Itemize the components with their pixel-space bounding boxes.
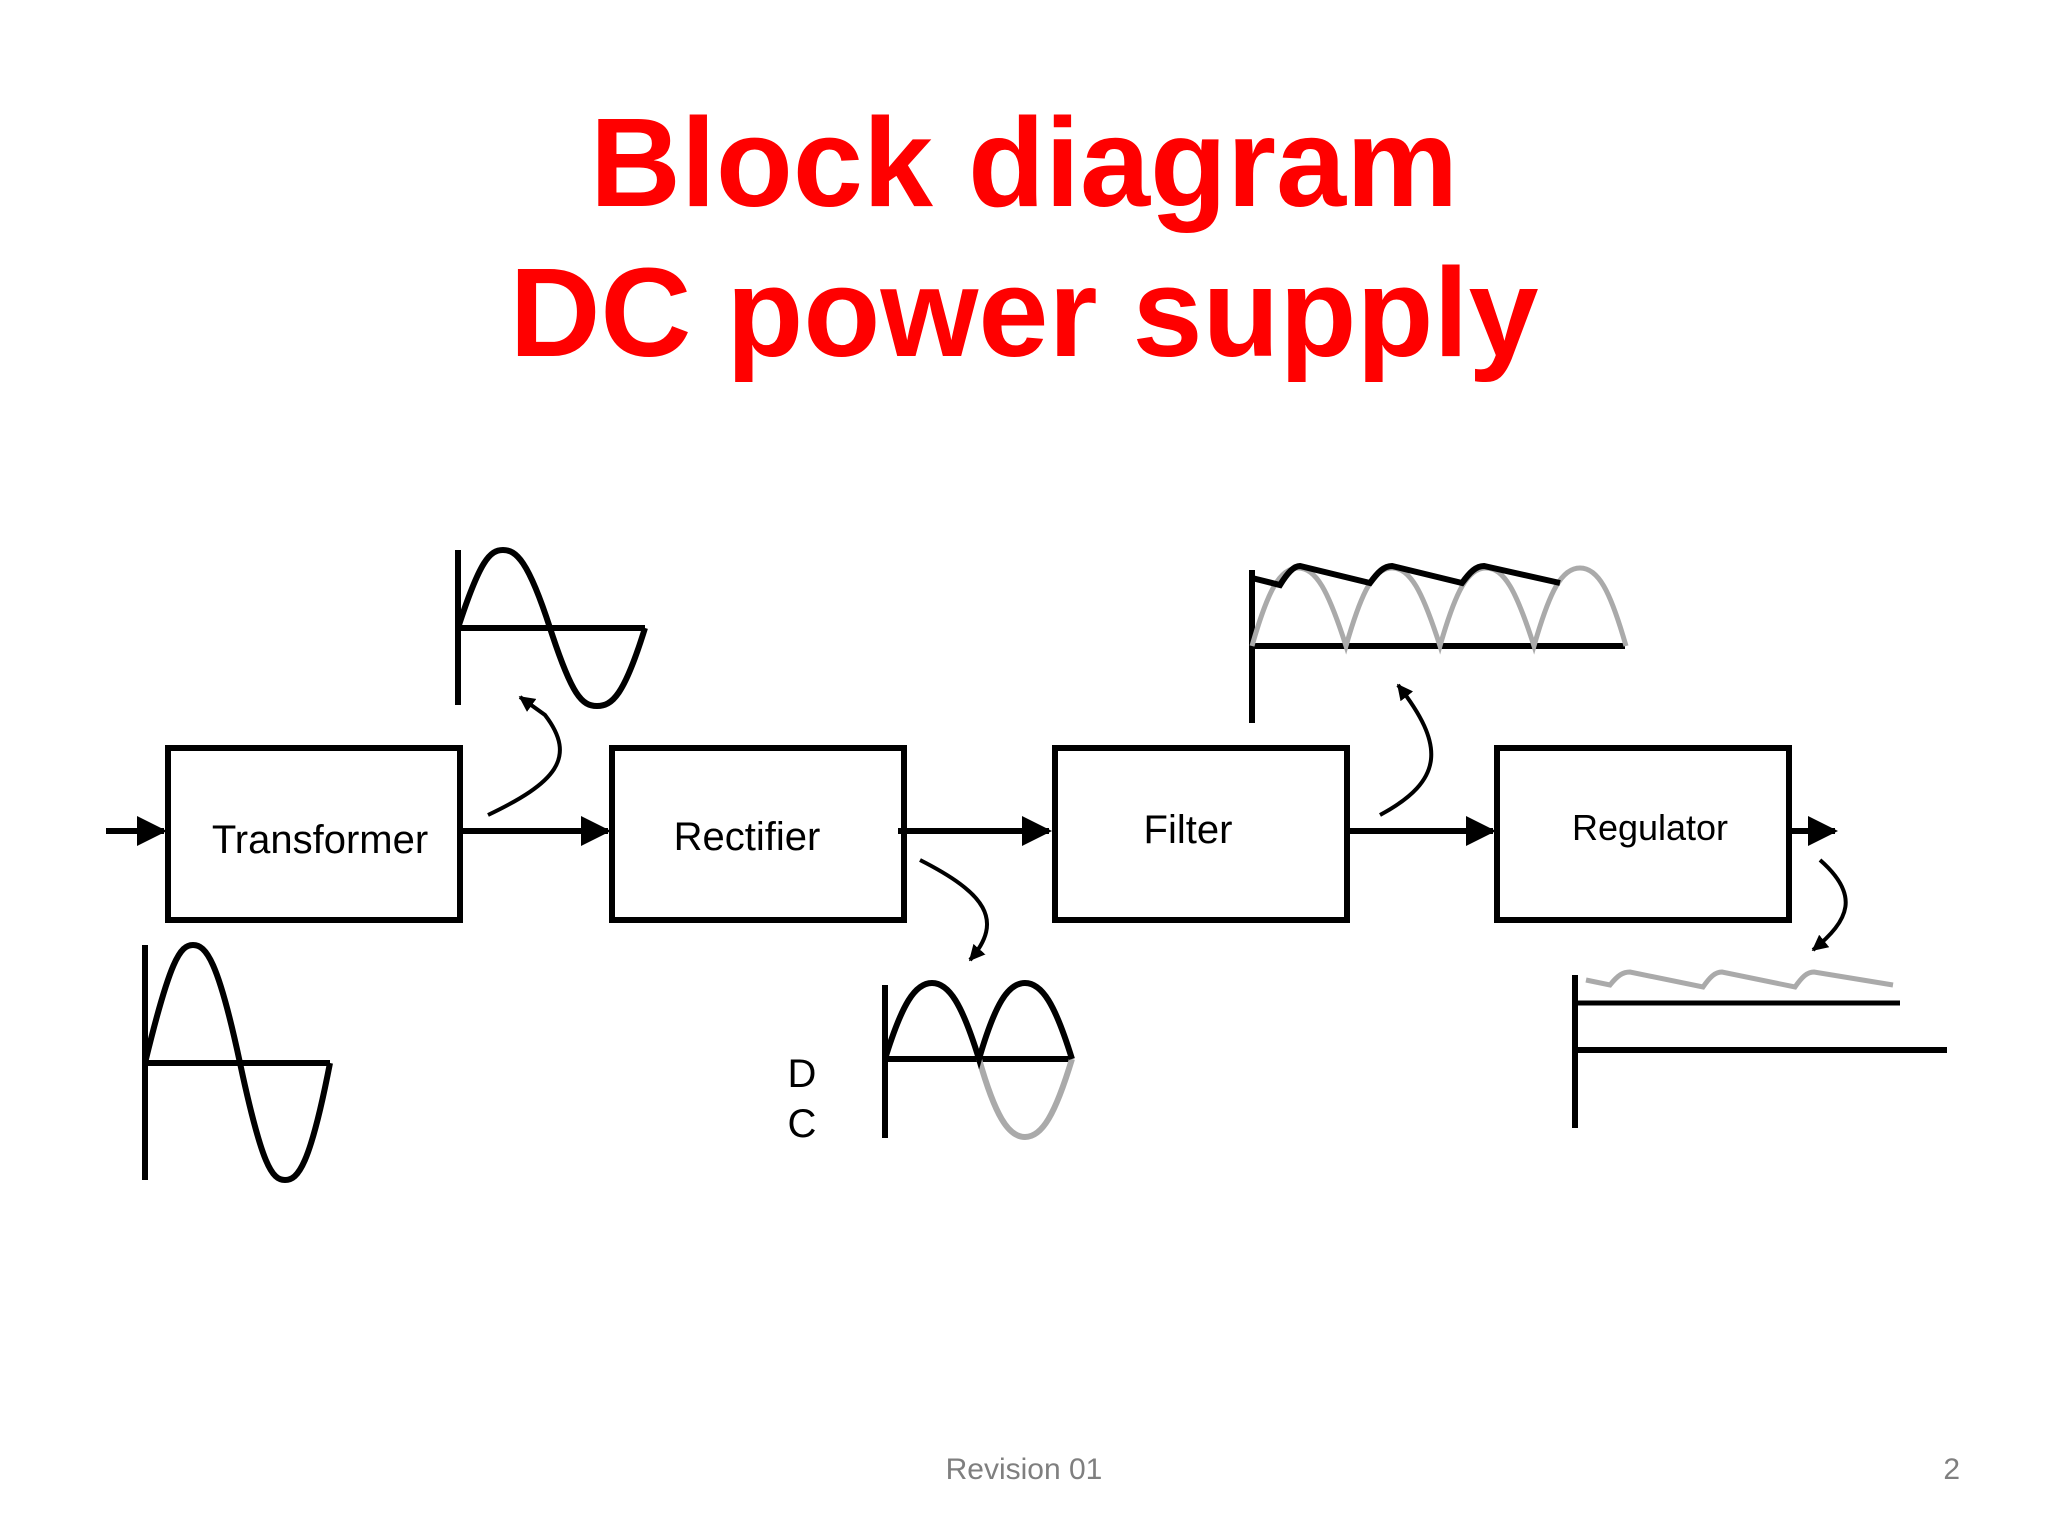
- filter-output-pointer: [1379, 683, 1434, 817]
- dc-label-d: D: [788, 1052, 817, 1096]
- footer-page-number: 2: [1943, 1453, 1960, 1486]
- regulator-output-waveform: [1572, 969, 1947, 1128]
- filter-block: Filter: [1052, 745, 1350, 923]
- transformer-output-pointer: [487, 695, 562, 817]
- rectifier-block: Rectifier: [609, 745, 907, 923]
- regulator-block: Regulator: [1494, 745, 1792, 923]
- filter-output-waveform: [1249, 562, 1629, 723]
- footer-revision: Revision 01: [945, 1453, 1103, 1486]
- slide-title-line-1: Block diagram: [589, 92, 1459, 233]
- rectifier-output-waveform: D C: [788, 979, 1075, 1146]
- input-ac-waveform: [142, 941, 333, 1184]
- rectifier-label: Rectifier: [674, 815, 821, 859]
- filter-label: Filter: [1144, 808, 1233, 852]
- regulator-label: Regulator: [1572, 807, 1728, 848]
- rectifier-output-pointer: [919, 858, 989, 962]
- transformer-label: Transformer: [212, 818, 428, 862]
- transformer-block: Transformer: [165, 745, 463, 923]
- transformer-output-waveform: [455, 546, 648, 710]
- waveform-pointer-arrows: [487, 683, 1848, 962]
- regulator-output-pointer: [1811, 858, 1848, 952]
- dc-label-c: C: [788, 1102, 817, 1146]
- slide-title-line-2: DC power supply: [509, 242, 1539, 383]
